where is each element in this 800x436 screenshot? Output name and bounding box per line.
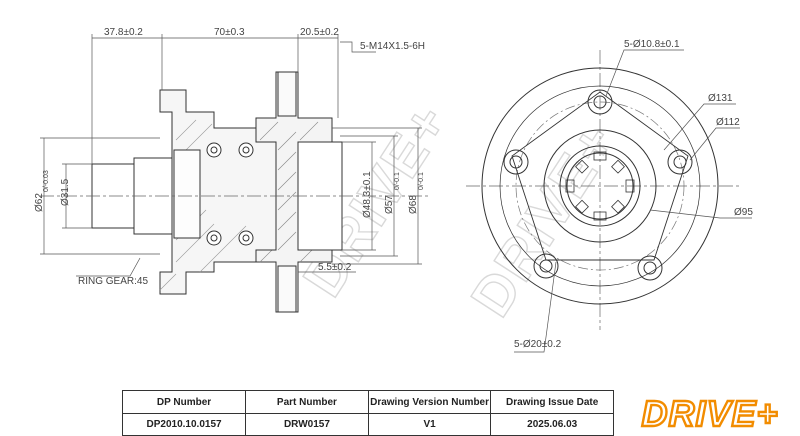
svg-text:DRIVE+: DRIVE+ <box>458 112 628 327</box>
bolt-hole <box>503 149 529 175</box>
value-dp-number: DP2010.10.0157 <box>123 413 247 436</box>
dim-thread: 5-M14X1.5-6H <box>360 41 425 52</box>
dim-70: 70±0.3 <box>214 27 245 38</box>
header-issue-date: Drawing Issue Date <box>490 391 614 414</box>
ring-gear-label: RING GEAR:45 <box>78 276 148 287</box>
pentagon-hub <box>511 91 689 261</box>
dim-holes-20: 5-Ø20±0.2 <box>514 339 562 350</box>
watermark-right: DRIVE+ <box>458 111 630 328</box>
hub-circle-outer <box>543 129 657 243</box>
bolt-hole <box>667 149 693 175</box>
bolt-hole <box>637 255 663 281</box>
bolt-hole <box>587 89 613 115</box>
outer-flange-circle <box>481 67 719 305</box>
value-part-number: DRW0157 <box>245 413 369 436</box>
dimension-lines-side <box>40 34 422 277</box>
dim-dia-57-tol: 0/-0.1 <box>394 172 401 190</box>
dim-dia-62-tol: 0/-0.03 <box>43 170 50 192</box>
hub-circle-inner <box>566 152 634 220</box>
value-issue-date: 2025.06.03 <box>490 413 614 436</box>
dim-dia-48-3: Ø48.3±0.1 <box>362 171 373 218</box>
ring-gear <box>173 149 201 239</box>
dim-5-5: 5.5±0.2 <box>318 262 352 273</box>
header-dp-number: DP Number <box>123 391 247 414</box>
bearing-balls <box>206 142 254 246</box>
flange-circle-112 <box>499 85 701 287</box>
drive-plus-logo: DRIVE+ <box>640 392 778 434</box>
header-part-number: Part Number <box>245 391 369 414</box>
dim-holes-10-8: 5-Ø10.8±0.1 <box>624 39 680 50</box>
wheel-bolt-top <box>277 71 297 117</box>
header-version: Drawing Version Number <box>368 391 492 414</box>
spline-teeth <box>565 151 635 221</box>
front-view <box>466 50 740 330</box>
bolt-hole <box>533 253 559 279</box>
wheel-bolt-bottom <box>277 265 297 313</box>
title-block: DP Number Part Number Drawing Version Nu… <box>122 390 614 436</box>
value-version: V1 <box>368 413 492 436</box>
hub-circle-mid <box>559 145 641 227</box>
dim-dia-68-tol: 0/-0.1 <box>418 172 425 190</box>
dim-dia-57: Ø57 <box>384 195 395 214</box>
dim-dia-131: Ø131 <box>708 93 733 104</box>
dim-37-8: 37.8±0.2 <box>104 27 143 38</box>
dim-dia-31-5: Ø31.5 <box>60 178 71 206</box>
dim-dia-112: Ø112 <box>716 117 740 128</box>
pitch-circle <box>515 101 685 271</box>
svg-text:DRIVE+: DRIVE+ <box>641 393 778 434</box>
technical-drawing: DRIVE+ DRIVE+ <box>34 27 753 353</box>
leader-lines-front <box>514 49 752 353</box>
dim-dia-68: Ø68 <box>408 195 419 214</box>
dim-dia-62: Ø62 <box>34 193 45 212</box>
side-section-view <box>40 71 430 313</box>
dim-20-5: 20.5±0.2 <box>300 27 339 38</box>
bolt-holes <box>503 89 693 281</box>
dim-dia-95: Ø95 <box>734 207 753 218</box>
